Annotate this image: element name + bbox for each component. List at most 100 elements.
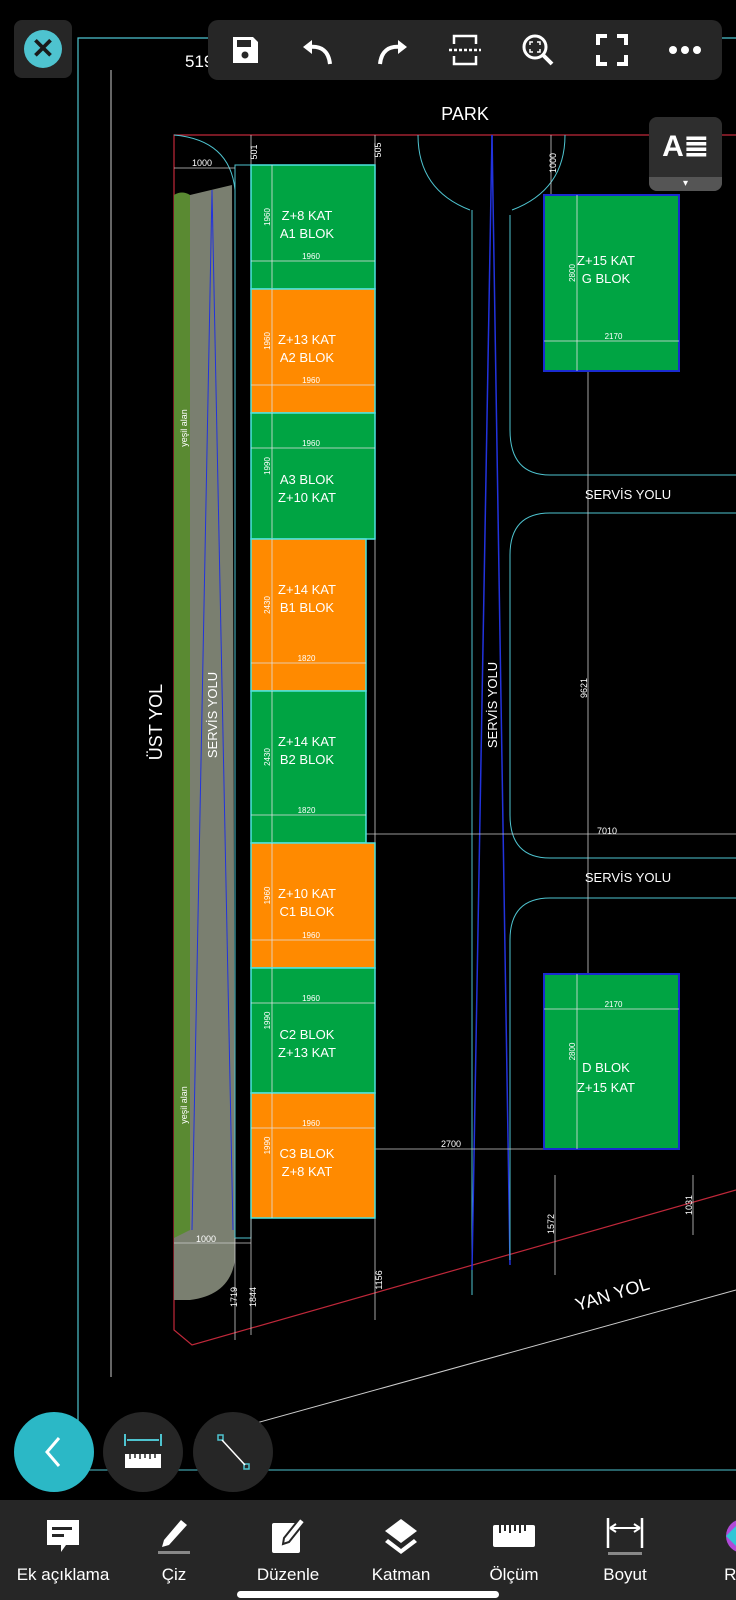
dimension-label: 1000 (192, 158, 212, 168)
nav-label: Katman (371, 1565, 431, 1584)
dimension-label: 2800 (568, 264, 577, 282)
block-label: Z+8 KAT (282, 1164, 333, 1179)
building-block[interactable]: C3 BLOK Z+8 KAT 1990 1960 (250, 1092, 376, 1219)
collapse-tools-button[interactable] (14, 1412, 94, 1492)
block-label: A3 BLOK (280, 472, 335, 487)
ust-yol-label: ÜST YOL (146, 684, 166, 760)
building-block[interactable]: Z+10 KAT C1 BLOK 1960 1960 (250, 842, 376, 969)
park-label: PARK (441, 104, 489, 124)
nav-ciz[interactable]: Çiz (119, 1516, 229, 1585)
dimension-icon (570, 1516, 680, 1556)
dimension-label: 2170 (605, 332, 623, 341)
block-label: C1 BLOK (280, 904, 335, 919)
block-label: B2 BLOK (280, 752, 335, 767)
block-label: Z+13 KAT (278, 1045, 336, 1060)
block-label: B1 BLOK (280, 600, 335, 615)
dimension-label: 1156 (374, 1270, 384, 1289)
road-centerline (491, 134, 511, 1266)
undo-icon[interactable] (298, 30, 338, 70)
nav-render[interactable]: Re (680, 1516, 736, 1585)
road-edge (509, 512, 736, 859)
block-footprint (543, 194, 680, 372)
split-view-icon[interactable] (445, 30, 485, 70)
nav-ek-aciklama[interactable]: Ek açıklama (8, 1516, 118, 1585)
dimension-label: 1960 (302, 931, 320, 940)
dimension-label: 1960 (302, 252, 320, 261)
servis-yolu-label: SERVİS YOLU (585, 487, 671, 502)
yesil-alan-label: yeşil alan (179, 1086, 189, 1124)
nav-label: Düzenle (256, 1565, 320, 1584)
pencil-icon (119, 1516, 229, 1556)
close-icon: ✕ (24, 30, 62, 68)
bottom-toolbar: Ek açıklama Çiz Düzenle Katman Ölçüm Boy… (0, 1500, 736, 1600)
more-icon[interactable] (665, 30, 705, 70)
block-label: Z+13 KAT (278, 332, 336, 347)
zoom-extents-icon[interactable] (518, 30, 558, 70)
servis-yolu-label: SERVİS YOLU (585, 870, 671, 885)
dimension-label: 9621 (579, 678, 589, 698)
dimension-label: 1820 (298, 654, 316, 663)
dimension-label: 1572 (546, 1214, 556, 1234)
road-edge (509, 897, 736, 1260)
curb-arc (417, 134, 471, 211)
block-label: A2 BLOK (280, 350, 335, 365)
block-label: D BLOK (582, 1060, 630, 1075)
dimension-label: 1990 (263, 1136, 272, 1154)
nav-boyut[interactable]: Boyut (570, 1516, 680, 1585)
nav-label: Ölçüm (489, 1565, 539, 1584)
road-edge (509, 215, 736, 476)
text-style-icon: A≣ (662, 130, 709, 163)
dimension-label: 501 (249, 144, 259, 159)
block-footprint (250, 538, 367, 692)
dimension-label: 1960 (302, 1119, 320, 1128)
dimension-label: 2430 (263, 596, 272, 614)
nav-duzenle[interactable]: Düzenle (233, 1516, 343, 1585)
home-indicator (237, 1591, 499, 1598)
measure-distance-button[interactable] (103, 1412, 183, 1492)
block-label: A1 BLOK (280, 226, 335, 241)
line-tool-button[interactable] (193, 1412, 273, 1492)
redo-icon[interactable] (372, 30, 412, 70)
dimension-label: 1000 (548, 153, 558, 173)
save-icon[interactable] (225, 30, 265, 70)
sidewalk-outline (234, 164, 252, 1239)
building-block[interactable]: A3 BLOK Z+10 KAT 1990 1960 (250, 412, 376, 540)
fullscreen-icon[interactable] (592, 30, 632, 70)
yan-yol-label: YAN YOL (573, 1274, 652, 1315)
dimension-label: 2170 (605, 1000, 623, 1009)
block-label: Z+8 KAT (282, 208, 333, 223)
block-label: Z+10 KAT (278, 490, 336, 505)
service-road-left (174, 185, 235, 1300)
dimension-label: 1960 (302, 439, 320, 448)
text-style-button[interactable]: A≣ ▾ (649, 117, 722, 191)
block-footprint (543, 973, 680, 1150)
nav-olcum[interactable]: Ölçüm (459, 1516, 569, 1585)
dimension-label: 1990 (263, 1011, 272, 1029)
nav-katman[interactable]: Katman (346, 1516, 456, 1585)
curb-arc (511, 134, 566, 211)
expand-caret-icon: ▾ (649, 177, 722, 191)
road-centerline (211, 189, 234, 1231)
block-label: G BLOK (582, 271, 631, 286)
close-button[interactable]: ✕ (14, 20, 72, 78)
top-toolbar (208, 20, 722, 80)
dimension-label: 505 (373, 142, 383, 157)
dimension-label: 1990 (263, 457, 272, 475)
dimension-label: 1960 (263, 886, 272, 904)
line-segment-icon (217, 1434, 250, 1470)
dimension-label: 1960 (302, 994, 320, 1003)
block-label: Z+10 KAT (278, 886, 336, 901)
curb-arc (173, 134, 236, 191)
block-label: C3 BLOK (280, 1146, 335, 1161)
dimension-label: 1960 (302, 376, 320, 385)
comment-icon (8, 1516, 118, 1556)
dimension-label: 1820 (298, 806, 316, 815)
